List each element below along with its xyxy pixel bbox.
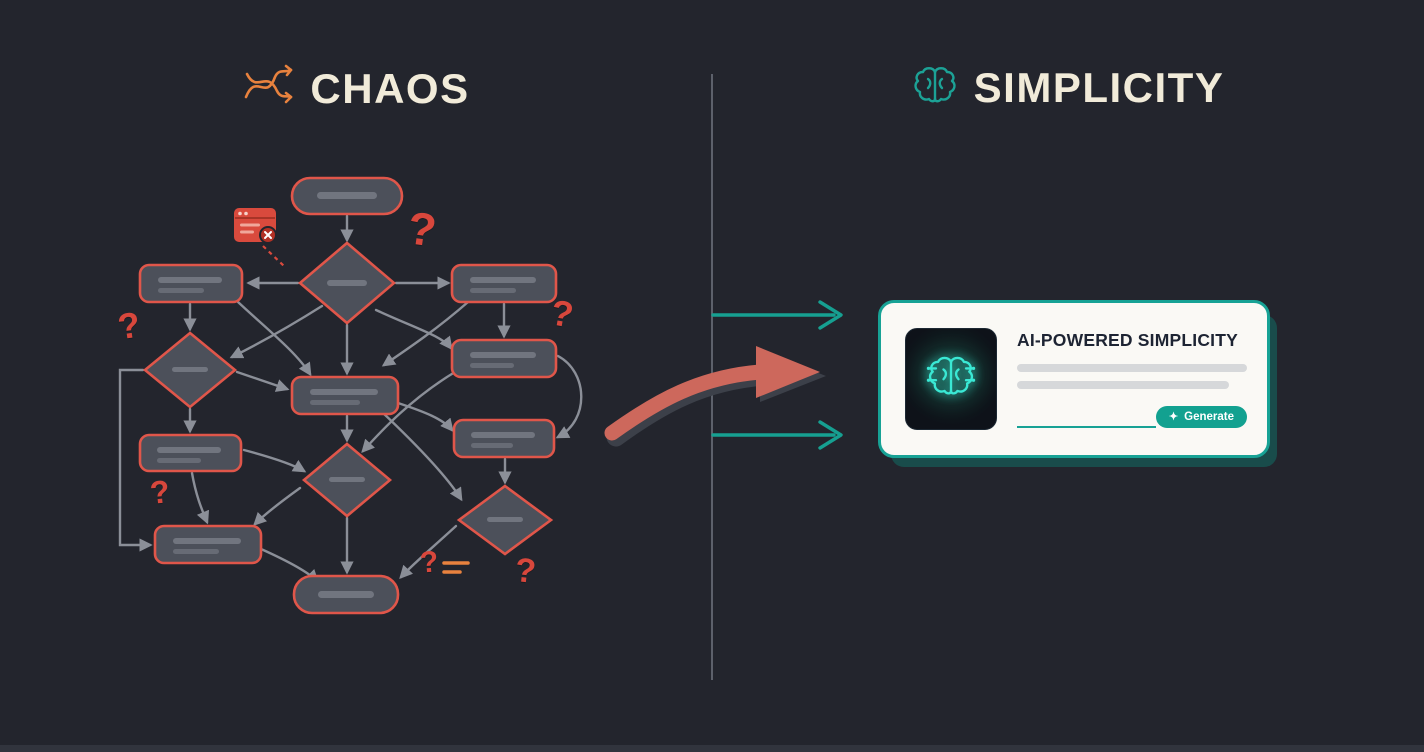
teal-arrow-top [711,300,843,330]
flow-node-rect [452,418,556,459]
teal-arrow-bottom [711,420,843,450]
placeholder-line [1017,381,1229,389]
card-body: AI-POWERED SIMPLICITY ✦ Generate [1017,330,1247,428]
glowing-brain-icon [922,351,980,408]
scribble-dashes [442,561,470,574]
flow-node-rect [450,263,558,304]
question-mark: ? [148,473,172,511]
simplicity-title: SIMPLICITY [973,64,1225,111]
simplicity-header: SIMPLICITY [712,64,1424,112]
bottom-strip [0,745,1424,752]
chaos-header: CHAOS [0,64,712,113]
error-window-icon [234,208,277,244]
sparkle-icon: ✦ [1168,410,1179,423]
prompt-input[interactable] [1017,412,1156,428]
flow-connectors [118,214,583,583]
card-bottom-row: ✦ Generate [1017,406,1247,428]
flow-node-decision [297,241,397,325]
vertical-divider [711,74,713,680]
chaos-title: CHAOS [310,64,470,112]
flow-node-rect [450,338,558,379]
brain-icon [912,65,958,112]
flow-node-end [292,574,400,615]
question-mark: ? [513,551,538,591]
ai-card: AI-POWERED SIMPLICITY ✦ Generate [878,300,1270,458]
flow-node-start [290,176,404,216]
error-dashed-link [262,245,285,267]
brain-tile [905,328,997,430]
curved-arrow [604,346,826,447]
question-mark: ? [418,545,440,580]
flow-nodes [138,176,558,615]
question-mark: ? [547,291,577,336]
flow-node-decision [456,484,554,556]
flow-node-rect [153,524,263,565]
flow-node-decision [142,331,238,409]
question-mark: ? [115,303,143,348]
placeholder-line [1017,364,1247,372]
generate-button[interactable]: ✦ Generate [1155,406,1247,428]
generate-button-label: Generate [1184,411,1234,423]
question-mark: ? [404,201,440,257]
flow-node-decision [301,442,393,518]
tangle-icon [242,64,294,113]
card-title: AI-POWERED SIMPLICITY [1017,330,1239,350]
flow-node-rect [290,375,400,416]
flow-node-rect [138,263,244,304]
flow-node-rect [138,433,243,473]
